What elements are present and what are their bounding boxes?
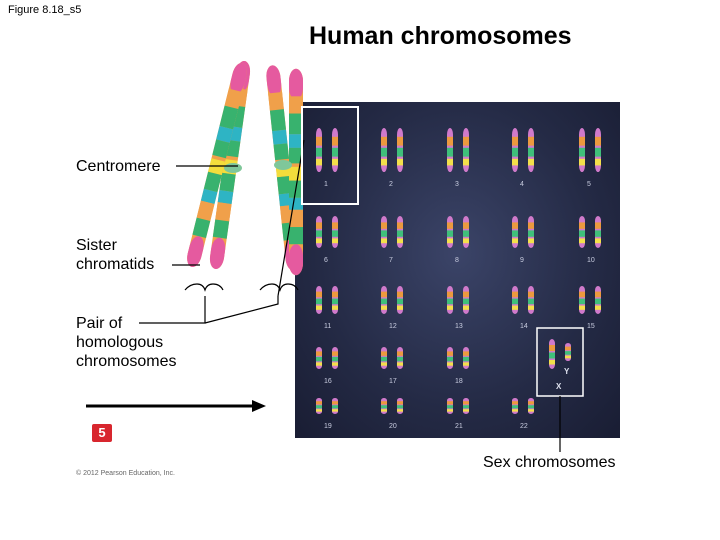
label-sister-chromatids: Sister chromatids bbox=[76, 237, 155, 273]
pair-leader-right bbox=[204, 296, 279, 324]
karyotype-chromosome bbox=[332, 347, 338, 369]
karyotype-chromosome bbox=[381, 398, 387, 414]
karyotype-number: 8 bbox=[455, 257, 459, 264]
karyotype-number: 5 bbox=[587, 181, 591, 188]
step-badge: 5 bbox=[92, 424, 112, 442]
karyotype-chromosome bbox=[381, 347, 387, 369]
label-pair-of-homologous-chromosomes: Pair of homologous chromosomes bbox=[76, 315, 177, 370]
karyotype-number: 12 bbox=[389, 323, 397, 330]
karyotype-chromosome bbox=[447, 286, 453, 314]
karyotype-number: 21 bbox=[455, 423, 463, 430]
karyotype-number: 22 bbox=[520, 423, 528, 430]
karyotype-chromosome bbox=[316, 347, 322, 369]
karyotype-number: 20 bbox=[389, 423, 397, 430]
pair-to-karyotype-leader bbox=[277, 139, 305, 297]
karyotype-number: 2 bbox=[389, 181, 393, 188]
karyotype-chromosome bbox=[528, 398, 534, 414]
karyotype-chromosome bbox=[316, 216, 322, 248]
karyotype-number: 3 bbox=[455, 181, 459, 188]
sex-chromosome bbox=[549, 339, 555, 369]
karyotype-chromosome bbox=[463, 347, 469, 369]
karyotype-chromosome bbox=[595, 128, 601, 172]
diagram-title: Human chromosomes bbox=[309, 22, 572, 50]
karyotype-number: 10 bbox=[587, 257, 595, 264]
karyotype-chromosome bbox=[316, 398, 322, 414]
karyotype-chromosome bbox=[463, 128, 469, 172]
karyotype-chromosome bbox=[381, 286, 387, 314]
karyotype-chromosome bbox=[447, 216, 453, 248]
sex-label-x: X bbox=[556, 382, 562, 391]
karyotype-chromosome bbox=[332, 398, 338, 414]
karyotype-chromosome bbox=[579, 128, 585, 172]
karyotype-chromosome bbox=[512, 128, 518, 172]
karyotype-chromosome bbox=[579, 216, 585, 248]
label-sex-chromosomes: Sex chromosomes bbox=[483, 454, 616, 471]
karyotype-chromosome bbox=[397, 398, 403, 414]
karyotype-number: 4 bbox=[520, 181, 524, 188]
karyotype-number: 6 bbox=[324, 257, 328, 264]
karyotype-chromosome bbox=[595, 286, 601, 314]
karyotype-chromosome bbox=[447, 398, 453, 414]
karyotype-number: 15 bbox=[587, 323, 595, 330]
karyotype-chromosome bbox=[512, 216, 518, 248]
karyotype-chromosome bbox=[528, 128, 534, 172]
left-brace bbox=[184, 283, 224, 292]
karyotype-chromosome bbox=[381, 216, 387, 248]
karyotype-chromosome bbox=[397, 286, 403, 314]
karyotype-chromosome bbox=[463, 286, 469, 314]
karyotype-chromosome bbox=[397, 216, 403, 248]
karyotype-number: 1 bbox=[324, 181, 328, 188]
karyotype-chromosome bbox=[447, 347, 453, 369]
karyotype-chromosome bbox=[528, 286, 534, 314]
karyotype-chromosome bbox=[447, 128, 453, 172]
label-centromere: Centromere bbox=[76, 158, 161, 175]
karyotype-number: 19 bbox=[324, 423, 332, 430]
karyotype-chromosome bbox=[512, 398, 518, 414]
karyotype-number: 13 bbox=[455, 323, 463, 330]
karyotype-number: 7 bbox=[389, 257, 393, 264]
figure-label: Figure 8.18_s5 bbox=[8, 4, 82, 16]
karyotype-chromosome bbox=[332, 216, 338, 248]
karyotype-chromosome bbox=[397, 128, 403, 172]
karyotype-number: 9 bbox=[520, 257, 524, 264]
karyotype-chromosome bbox=[512, 286, 518, 314]
karyotype-chromosome bbox=[381, 128, 387, 172]
karyotype-chromosome bbox=[316, 128, 322, 172]
karyotype-chromosome bbox=[579, 286, 585, 314]
process-arrowhead bbox=[252, 400, 266, 412]
sex-label-y: Y bbox=[564, 367, 570, 376]
karyotype-chromosome bbox=[463, 398, 469, 414]
karyotype-number: 11 bbox=[324, 323, 331, 330]
karyotype-chromosome bbox=[397, 347, 403, 369]
karyotype-number: 16 bbox=[324, 378, 332, 385]
copyright-notice: © 2012 Pearson Education, Inc. bbox=[76, 470, 175, 477]
karyotype-chromosome bbox=[316, 286, 322, 314]
karyotype-chromosome bbox=[528, 216, 534, 248]
karyotype-chromosome bbox=[595, 216, 601, 248]
karyotype-chromosome bbox=[332, 286, 338, 314]
karyotype-number: 17 bbox=[389, 378, 397, 385]
karyotype-micrograph bbox=[295, 102, 620, 438]
right-brace bbox=[259, 283, 299, 292]
pair-1-highlight bbox=[301, 106, 359, 205]
karyotype-number: 14 bbox=[520, 323, 528, 330]
chromosome-right bbox=[265, 64, 303, 276]
sex-chromosome bbox=[565, 343, 571, 361]
karyotype-number: 18 bbox=[455, 378, 463, 385]
karyotype-chromosome bbox=[332, 128, 338, 172]
chromosome-left bbox=[184, 60, 252, 270]
karyotype-chromosome bbox=[463, 216, 469, 248]
